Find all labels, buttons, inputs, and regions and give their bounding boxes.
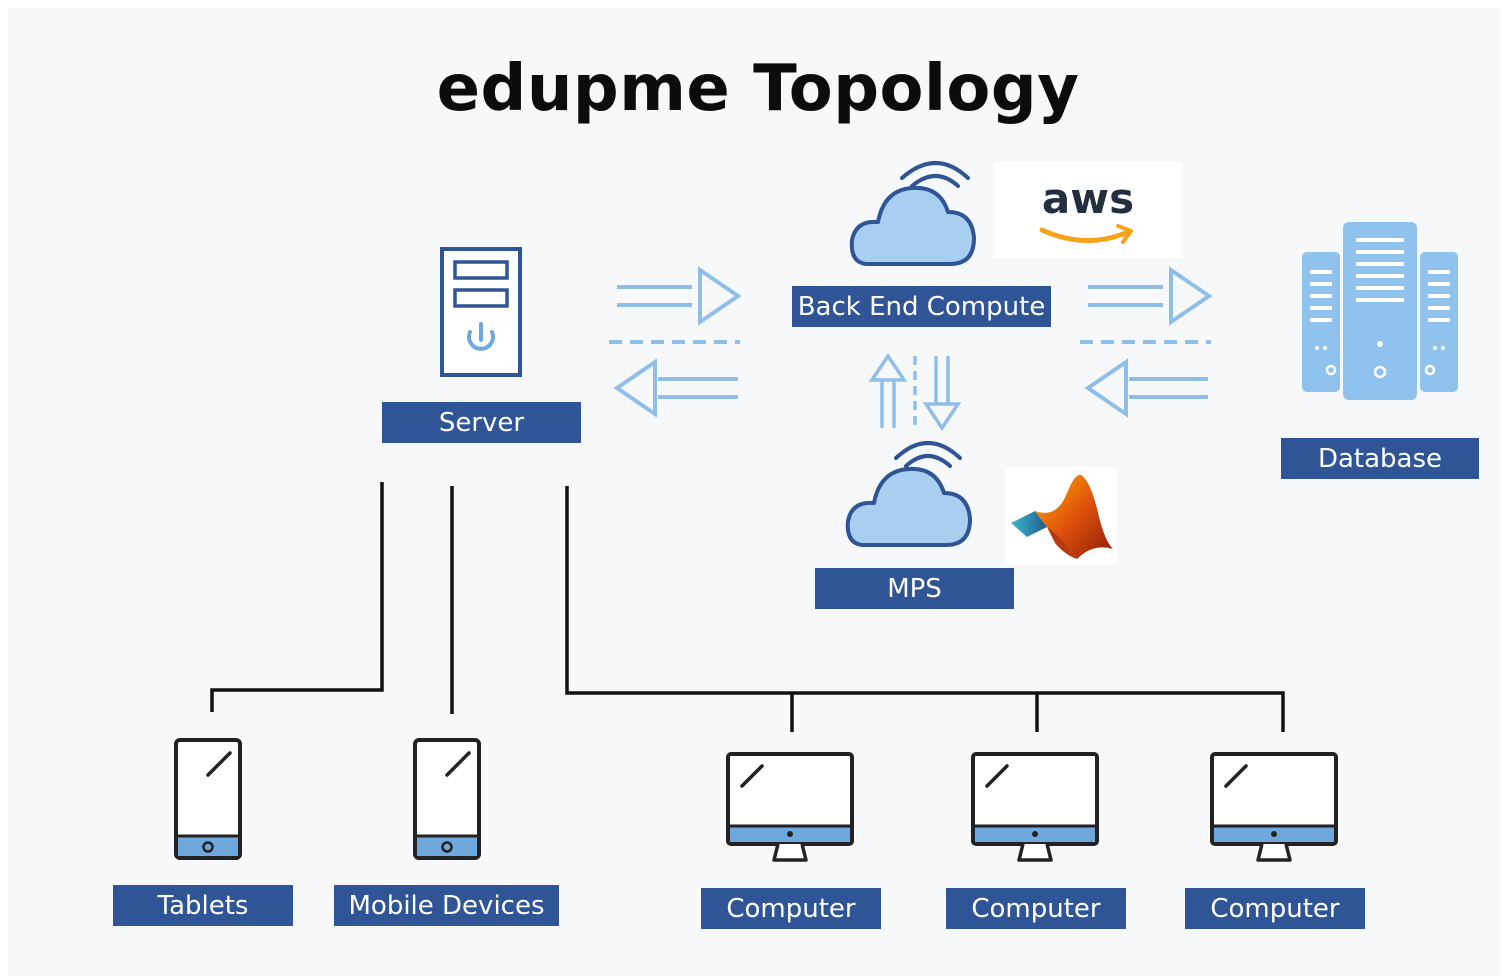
database-label: Database	[1281, 438, 1479, 479]
connector-computers	[565, 486, 1285, 732]
computer-label-2: Computer	[946, 888, 1126, 929]
phone-icon	[413, 738, 481, 860]
connector-tablets	[210, 482, 384, 712]
aws-logo-text: aws	[1041, 174, 1135, 223]
connector-lines	[210, 482, 1285, 732]
aws-smile-icon	[1039, 224, 1133, 244]
aws-logo: aws	[994, 162, 1182, 258]
server-tower-icon	[440, 247, 522, 377]
computer-label-3: Computer	[1185, 888, 1365, 929]
cloud-wifi-icon-mps	[845, 441, 972, 547]
monitor-icon-3	[1210, 752, 1338, 862]
matlab-membrane-icon	[1011, 474, 1113, 559]
arrows-backend-mps	[868, 352, 962, 432]
computer-label-1: Computer	[701, 888, 881, 929]
cloud-wifi-icon-backend	[849, 161, 976, 266]
backend-label: Back End Compute	[792, 286, 1051, 327]
monitor-icon-1	[726, 752, 854, 862]
matlab-logo	[1005, 467, 1117, 565]
server-rack-icon	[1302, 222, 1458, 400]
monitor-icon-2	[971, 752, 1099, 862]
server-label: Server	[382, 402, 581, 443]
page-title: edupme Topology	[436, 52, 1080, 126]
arrows-server-backend	[609, 266, 742, 418]
mps-label: MPS	[815, 568, 1014, 609]
tablet-icon	[174, 738, 242, 860]
mobile-label: Mobile Devices	[334, 885, 559, 926]
tablets-label: Tablets	[113, 885, 293, 926]
arrows-backend-database	[1080, 266, 1213, 418]
